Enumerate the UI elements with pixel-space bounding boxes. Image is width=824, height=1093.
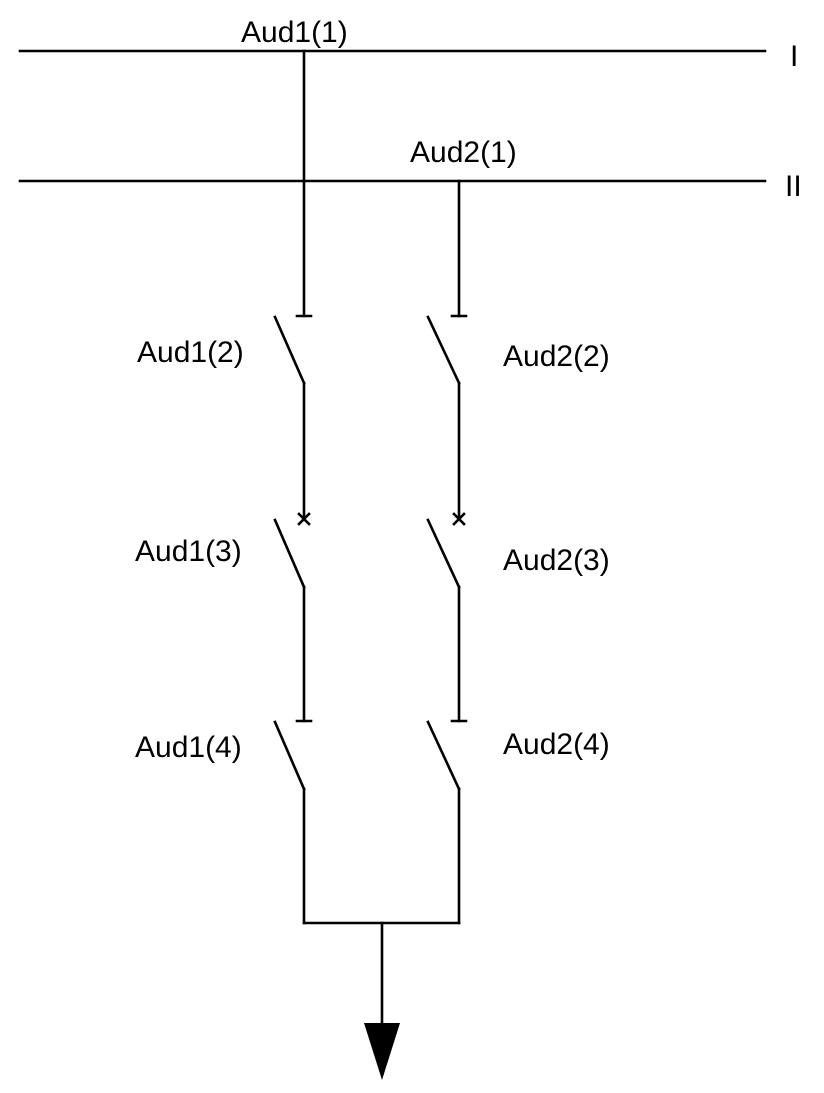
branch-aud1: [273, 49, 313, 925]
aud2-3-breaker-icon: [426, 512, 466, 589]
aud2-2-label: Aud2(2): [503, 340, 610, 373]
branch-aud2: [426, 179, 468, 925]
aud1-4-label: Aud1(4): [135, 731, 242, 764]
aud1-2-label: Aud1(2): [137, 336, 244, 369]
aud1-4-switch-icon: [273, 719, 313, 791]
aud1-2-switch-icon: [273, 314, 313, 385]
aud1-3-label: Aud1(3): [135, 535, 242, 568]
aud2-2-switch-icon: [426, 314, 468, 385]
aud1-1-label: Aud1(1): [241, 16, 348, 49]
busbar-2-label: II: [785, 170, 802, 203]
arrow-down-icon: [364, 1023, 400, 1080]
aud1-3-breaker-icon: [273, 512, 311, 589]
aud2-4-label: Aud2(4): [503, 728, 610, 761]
aud2-1-label: Aud2(1): [410, 136, 517, 169]
aud2-4-switch-icon: [426, 719, 468, 791]
aud2-3-label: Aud2(3): [503, 544, 610, 577]
busbar-1-label: I: [790, 40, 798, 73]
